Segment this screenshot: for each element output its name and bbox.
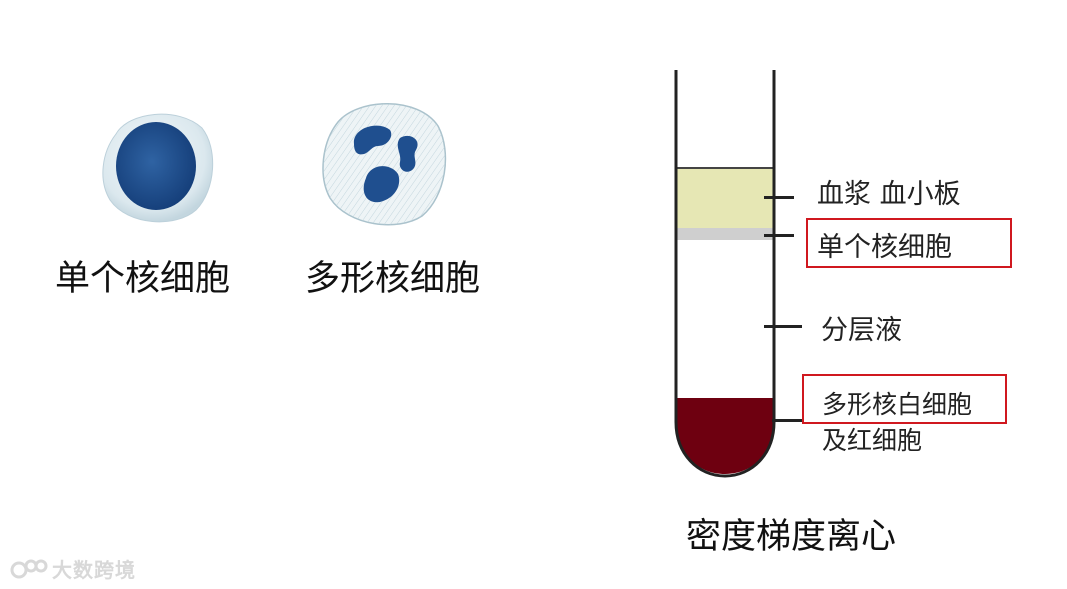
centrifuge-tube (668, 70, 784, 482)
mononuclear-layer-label: 单个核细胞 (817, 232, 952, 263)
mononuclear-pointer (764, 234, 794, 237)
separation-pointer (764, 325, 802, 328)
mononuclear-cell-icon (102, 113, 214, 223)
mononuclear-highlight-box (806, 218, 1012, 268)
plasma-platelet-label: 血浆 血小板 (817, 179, 961, 210)
plasma-layer (676, 168, 774, 228)
mononuclear-cell-label: 单个核细胞 (55, 259, 231, 299)
granulocyte-highlight-box (802, 374, 1007, 424)
watermark: 大数跨境 (10, 554, 136, 583)
watermark-logo-icon (10, 559, 48, 578)
rbc-pointer (772, 419, 802, 422)
plasma-pointer (764, 196, 794, 199)
granulocyte-label-line1: 多形核白细胞 (822, 390, 973, 419)
mononuclear-band (676, 228, 774, 240)
polymorphonuclear-cell-label: 多形核细胞 (305, 259, 481, 299)
granulocyte-label-line2: 及红细胞 (822, 426, 923, 455)
rbc-layer (676, 398, 774, 474)
separation-fluid-label: 分层液 (821, 315, 902, 346)
mononuclear-cell-figure (98, 100, 218, 230)
diagram-caption: 密度梯度离心 (686, 517, 897, 557)
polymorphonuclear-cell-figure (318, 92, 450, 232)
polymorphonuclear-cell-icon (322, 103, 447, 226)
watermark-text: 大数跨境 (52, 558, 136, 582)
